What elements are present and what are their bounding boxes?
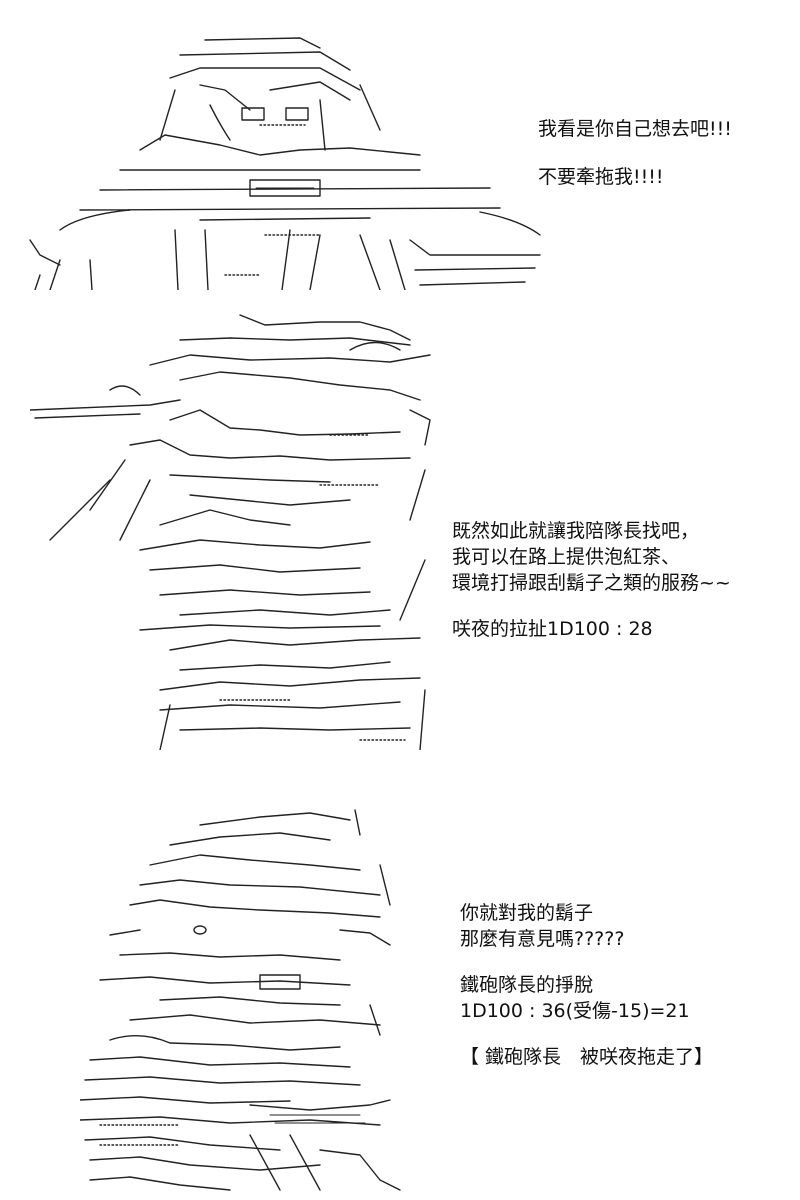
dialogue-line: 你就對我的鬍子 — [460, 902, 594, 924]
ascii-art-character-3 — [80, 809, 401, 1191]
dice-roll: 咲夜的拉扯1D100 : 28 — [452, 618, 653, 640]
dialogue-line: 環境打掃跟刮鬍子之類的服務~~ — [452, 572, 731, 594]
dice-roll: 鐵砲隊長的掙脫 — [460, 974, 594, 996]
panel-1: 我看是你自己想去吧!!! 不要牽拖我!!!! — [0, 0, 800, 300]
dialogue-1: 我看是你自己想去吧!!! 不要牽拖我!!!! — [538, 116, 732, 190]
panel-3: 你就對我的鬍子 那麼有意見嗎????? 鐵砲隊長的掙脫 1D100 : 36(受… — [0, 790, 800, 1200]
dice-roll: 1D100 : 36(受傷-15)=21 — [460, 1000, 690, 1022]
dialogue-line: 既然如此就讓我陪隊長找吧， — [452, 520, 700, 542]
result-text: 【 鐵砲隊長 被咲夜拖走了】 — [460, 1046, 714, 1068]
dialogue-line: 不要牽拖我!!!! — [538, 166, 664, 188]
dialogue-2: 既然如此就讓我陪隊長找吧， 我可以在路上提供泡紅茶、 環境打掃跟刮鬍子之類的服務… — [452, 518, 731, 642]
ascii-art-character-1 — [29, 37, 541, 290]
dialogue-line: 我可以在路上提供泡紅茶、 — [452, 546, 681, 568]
dialogue-line: 我看是你自己想去吧!!! — [538, 118, 732, 140]
ascii-art-character-2 — [30, 314, 431, 750]
dialogue-3: 你就對我的鬍子 那麼有意見嗎????? 鐵砲隊長的掙脫 1D100 : 36(受… — [460, 900, 713, 1070]
dialogue-line: 那麼有意見嗎????? — [460, 928, 625, 950]
panel-2: 既然如此就讓我陪隊長找吧， 我可以在路上提供泡紅茶、 環境打掃跟刮鬍子之類的服務… — [0, 300, 800, 760]
